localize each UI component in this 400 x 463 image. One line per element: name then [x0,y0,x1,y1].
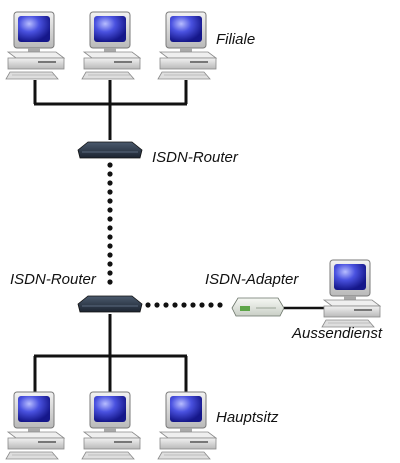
isdn-dot [199,302,205,308]
isdn-dotted-link-vertical [107,162,113,285]
computer-filiale-3 [157,11,217,80]
isdn-dot [208,302,214,308]
isdn-dot [107,279,113,285]
isdn-dot [145,302,151,308]
isdn-dot [107,189,113,195]
isdn-dot [107,225,113,231]
isdn-dot [217,302,223,308]
computer-hauptsitz-2 [81,391,141,460]
isdn-dot [107,270,113,276]
label-isdn-router-bottom: ISDN-Router [10,271,96,288]
isdn-dot [107,198,113,204]
isdn-dot [107,162,113,168]
isdn-dot [107,252,113,258]
isdn-dot [163,302,169,308]
label-aussendienst: Aussendienst [292,325,383,342]
computer-filiale-2 [81,11,141,80]
isdn-dot [181,302,187,308]
isdn-dot [172,302,178,308]
computer-filiale-1 [5,11,65,80]
isdn-dot [107,216,113,222]
isdn-router-top [77,141,143,159]
computer-hauptsitz-3 [157,391,217,460]
hauptsitz-bus-line [33,314,188,392]
label-hauptsitz: Hauptsitz [216,409,279,426]
isdn-dot [107,261,113,267]
label-isdn-adapter: ISDN-Adapter [205,271,299,288]
label-isdn-router-top: ISDN-Router [152,149,238,166]
isdn-dot [107,180,113,186]
label-filiale: Filiale [216,31,256,48]
isdn-dot [190,302,196,308]
isdn-dotted-link-horizontal [145,302,223,308]
isdn-dot [107,243,113,249]
isdn-adapter [231,297,285,317]
isdn-router-bottom [77,295,143,313]
isdn-dot [107,234,113,240]
isdn-dot [107,171,113,177]
computer-aussendienst [321,259,381,328]
isdn-dot [154,302,160,308]
computer-hauptsitz-1 [5,391,65,460]
isdn-dot [107,207,113,213]
filiale-bus-line [33,80,188,140]
